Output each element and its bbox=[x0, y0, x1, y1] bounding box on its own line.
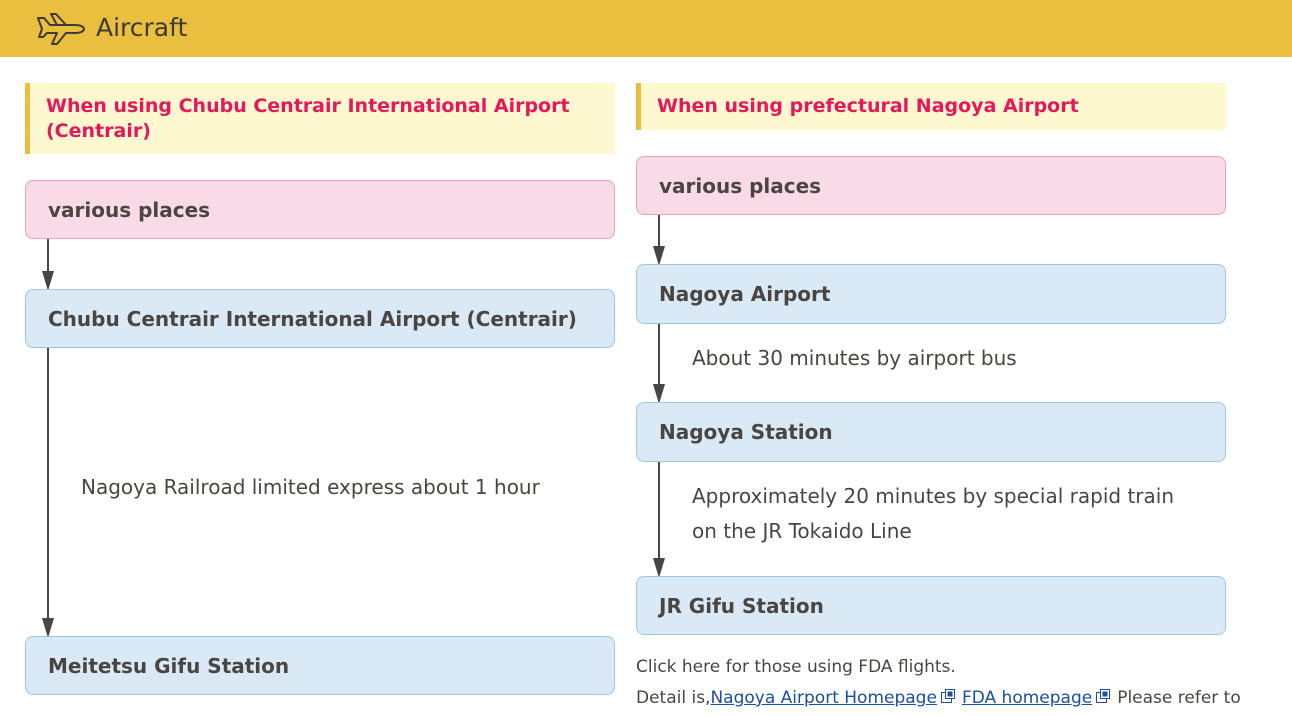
refer-suffix: Please refer to bbox=[1117, 688, 1241, 708]
airport-bus-note: About 30 minutes by airport bus bbox=[692, 346, 1017, 370]
meitetsu-gifu-label: Meitetsu Gifu Station bbox=[48, 653, 290, 678]
nagoya-airport-section-title: When using prefectural Nagoya Airport bbox=[636, 83, 1226, 130]
left-route-note: Nagoya Railroad limited express about 1 … bbox=[81, 475, 540, 499]
right-arrow-3 bbox=[649, 462, 669, 578]
fda-homepage-link[interactable]: FDA homepage bbox=[961, 688, 1093, 708]
left-arrow-1 bbox=[38, 239, 58, 291]
nagoya-station-label: Nagoya Station bbox=[659, 420, 833, 444]
nagoya-airport-box: Nagoya Airport bbox=[636, 264, 1226, 324]
nagoya-station-box: Nagoya Station bbox=[636, 402, 1226, 462]
jr-gifu-station-box: JR Gifu Station bbox=[636, 576, 1226, 635]
right-start-box: various places bbox=[636, 156, 1226, 215]
detail-prefix: Detail is, bbox=[636, 688, 711, 708]
left-start-box: various places bbox=[25, 180, 615, 239]
airplane-icon bbox=[37, 13, 85, 45]
centrair-section-title: When using Chubu Centrair International … bbox=[25, 83, 615, 154]
meitetsu-gifu-box: Meitetsu Gifu Station bbox=[25, 636, 615, 695]
left-start-label: various places bbox=[48, 197, 211, 222]
centrair-airport-box: Chubu Centrair International Airport (Ce… bbox=[25, 289, 615, 348]
right-arrow-1 bbox=[649, 215, 669, 266]
right-arrow-2 bbox=[649, 324, 669, 404]
nagoya-airport-label: Nagoya Airport bbox=[659, 282, 831, 306]
fda-flights-text: Click here for those using FDA flights. bbox=[636, 657, 956, 677]
external-link-icon bbox=[940, 689, 955, 703]
left-arrow-2 bbox=[38, 348, 58, 638]
centrair-airport-label: Chubu Centrair International Airport (Ce… bbox=[48, 306, 577, 331]
page-title: Aircraft bbox=[96, 13, 188, 42]
external-link-icon bbox=[1096, 689, 1111, 703]
page-header: Aircraft bbox=[0, 0, 1292, 57]
detail-line: Detail is,Nagoya Airport Homepage FDA hom… bbox=[636, 687, 1241, 709]
nagoya-airport-homepage-link[interactable]: Nagoya Airport Homepage bbox=[710, 688, 937, 708]
jr-train-note: Approximately 20 minutes by special rapi… bbox=[692, 484, 1174, 543]
right-start-label: various places bbox=[659, 173, 822, 198]
jr-gifu-station-label: JR Gifu Station bbox=[659, 593, 824, 618]
